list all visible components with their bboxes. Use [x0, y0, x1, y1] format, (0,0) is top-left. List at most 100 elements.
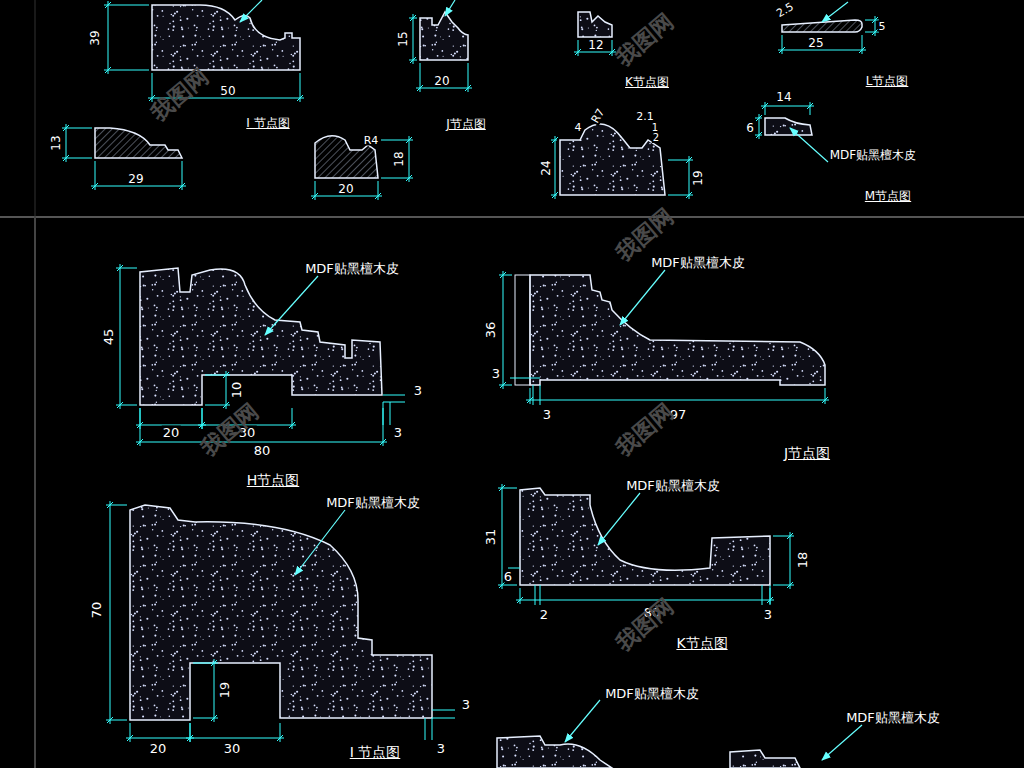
detail-title: H节点图 [246, 473, 301, 487]
dimension-value: 18 [796, 551, 809, 570]
dimension-value: 19 [218, 681, 231, 700]
moulding-profile [560, 124, 665, 195]
dimension-line [517, 597, 523, 603]
dimension-line [406, 137, 412, 143]
detail-title: I 节点图 [245, 117, 290, 129]
dimension-line [383, 395, 405, 396]
leader-line [822, 725, 862, 760]
dimension-value: 3 [461, 698, 471, 711]
dimension-line [779, 47, 785, 53]
dimension-line [552, 192, 558, 198]
dimension-line [508, 568, 520, 569]
dimension-line [526, 400, 829, 401]
dimension-line [790, 532, 791, 589]
dimension-value: 70 [90, 601, 103, 620]
dimension-value: 20 [433, 75, 450, 87]
moulding-profile [130, 505, 432, 720]
dimension-line [110, 501, 111, 724]
dimension-line [378, 181, 379, 200]
dimension-value: 4 [574, 122, 583, 133]
dimension-line [289, 422, 295, 428]
dimension-value: 29 [127, 173, 144, 185]
dimension-line [383, 402, 384, 425]
dimension-line [137, 439, 143, 445]
dimension-value: 6 [503, 570, 513, 583]
dimension-line [533, 385, 534, 405]
leader-line [295, 510, 345, 575]
moulding-profile [520, 488, 770, 585]
dimension-line [312, 193, 318, 199]
dimension-line [137, 422, 143, 428]
dimension-line [105, 2, 111, 8]
dimension-value: 3 [393, 426, 403, 439]
dimension-value: 3 [491, 367, 501, 380]
dimension-line [416, 88, 472, 89]
dimension-value: 20 [337, 183, 354, 195]
detail-title: L节点图 [865, 75, 910, 87]
leader-line [620, 270, 665, 325]
dimension-value: 19 [692, 169, 704, 186]
dimension-value: 2 [652, 133, 660, 143]
dimension-value: 1 [651, 123, 659, 133]
dimension-line [540, 585, 541, 605]
dimension-line [520, 588, 521, 604]
dimension-line [410, 15, 416, 21]
dimension-line [280, 723, 281, 742]
moulding-profile [730, 750, 800, 768]
dimension-line [762, 585, 763, 605]
dimension-value: 20 [162, 426, 181, 439]
dimension-line [127, 735, 133, 741]
dimension-line [104, 70, 149, 71]
dimension-line [782, 35, 783, 54]
dimension-line [107, 717, 113, 723]
dimension-line [120, 264, 121, 409]
dimension-line [130, 723, 131, 742]
dimension-line [862, 35, 863, 54]
dimension-lines [62, 1, 879, 742]
dimension-line [498, 488, 517, 489]
dimension-line [211, 660, 217, 666]
dimension-value: 45 [102, 328, 115, 347]
dimension-line [807, 103, 813, 109]
dimension-line [409, 136, 410, 182]
dimension-line [432, 718, 455, 719]
dimension-value: 12 [587, 39, 604, 51]
dimension-line [297, 95, 303, 101]
dimension-line [761, 106, 814, 107]
dimension-line [390, 402, 391, 425]
dimension-line [126, 738, 194, 739]
watermark: 我图网 [613, 595, 678, 654]
dimension-line [500, 382, 506, 388]
dimension-line [63, 125, 69, 131]
dimension-line [686, 157, 692, 163]
material-note: MDF贴黑檀木皮 [604, 687, 700, 700]
dimension-line [530, 388, 531, 404]
leader-line [240, 0, 262, 22]
dimension-line [105, 67, 111, 73]
watermark: 我图网 [148, 65, 213, 124]
dimension-line [277, 735, 283, 741]
dimension-line [765, 102, 766, 115]
dimension-value: R7 [589, 106, 607, 126]
dimension-line [540, 385, 541, 405]
dimension-line [770, 585, 771, 605]
material-note: MDF贴黑檀木皮 [829, 149, 918, 161]
dimension-value: 3 [542, 408, 552, 421]
leader-line [265, 276, 318, 335]
dimension-value: 30 [223, 742, 242, 755]
watermark: 我图网 [613, 400, 678, 459]
dimension-line [575, 49, 581, 55]
moulding-profile [530, 275, 825, 385]
dimension-value: 13 [50, 134, 62, 151]
dimension-line [499, 582, 505, 588]
dimension-value: 18 [393, 150, 405, 167]
dimension-line [63, 155, 69, 161]
dimension-line [214, 659, 215, 722]
dimension-line [104, 5, 149, 6]
detail-title: I 节点图 [349, 745, 402, 759]
dimension-line [499, 385, 512, 386]
moulding-profile [578, 12, 612, 37]
moulding-profile [420, 12, 468, 60]
